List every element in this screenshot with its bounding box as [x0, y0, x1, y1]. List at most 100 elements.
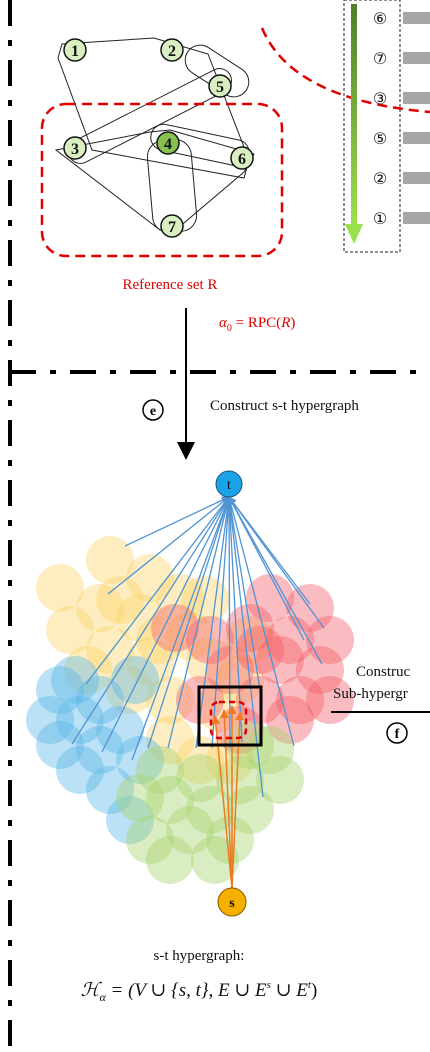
graph-node-label: 4 [164, 136, 172, 153]
t-edge [195, 496, 232, 749]
ranking-item-2: ⑦ [373, 49, 430, 68]
ranking-arrow-head [345, 224, 363, 244]
t-edge [107, 496, 230, 595]
reference-set-box [40, 102, 284, 258]
vertex-clusters [26, 536, 354, 884]
red-vertex-disc [266, 696, 314, 744]
blue-vertex-disc [26, 696, 74, 744]
hyperedge-1-2-5-4 [57, 37, 250, 179]
source-region-box [209, 700, 248, 740]
reference-set-label: Reference set R [123, 277, 218, 293]
graph-node-label: 2 [168, 43, 176, 60]
yellow-vertex-disc [46, 606, 94, 654]
t-edge [124, 496, 230, 547]
blue-cluster [26, 656, 164, 844]
t-edge [147, 496, 231, 749]
t-node-label: t [227, 478, 231, 493]
ranking-item-6: ① [373, 209, 430, 228]
blue-vertex-disc [86, 766, 134, 814]
t-edge [226, 496, 295, 747]
t-edge [228, 496, 323, 665]
yellow-vertex-disc [186, 638, 234, 686]
t-edge [211, 496, 233, 749]
graph-node-3: 3 [63, 136, 87, 160]
yellow-vertex-disc [86, 536, 134, 584]
s-edge [219, 709, 233, 889]
yellow-vertex-disc [226, 616, 274, 664]
graph-node-label: 3 [71, 141, 79, 158]
t-edge [228, 496, 305, 641]
red-vertex-disc [296, 646, 344, 694]
ranking-item-5: ② [373, 169, 430, 188]
step-f-badge-label: f [395, 727, 400, 742]
step-f-line1: Construc [356, 664, 411, 680]
sub-hypergraph-box [197, 685, 263, 747]
ranking-item-label: ⑦ [373, 49, 387, 68]
flow-arrow-down [177, 308, 195, 460]
graph-node-label: 7 [168, 219, 176, 236]
ranking-item-label: ③ [373, 89, 387, 108]
step-e-text: Construct s-t hypergraph [210, 398, 359, 414]
graph-node-2: 2 [160, 38, 184, 62]
step-f: Construc Sub-hypergr f [331, 664, 430, 744]
ranking-item-label: ② [373, 169, 387, 188]
step-e: e Construct s-t hypergraph [142, 398, 359, 421]
yellow-vertex-disc [166, 612, 214, 660]
green-vertex-disc [126, 816, 174, 864]
s-node: s [217, 887, 247, 917]
t-edge [225, 496, 264, 798]
t-hyperedges [71, 496, 325, 798]
ranking-item-4: ⑤ [373, 129, 430, 148]
blue-vertex-disc [36, 666, 84, 714]
ranking-bar [403, 92, 430, 104]
green-vertex-disc [191, 836, 239, 884]
yellow-vertex-disc [216, 656, 264, 704]
ranking-panel: ⑥ ⑦ ③ ⑤ ② ① [343, 0, 430, 253]
yellow-vertex-disc [76, 584, 124, 632]
blue-vertex-disc [76, 726, 124, 774]
green-vertex-disc [136, 746, 184, 794]
blue-vertex-disc [36, 721, 84, 769]
blue-vertex-disc [56, 696, 104, 744]
step-e-badge-label: e [150, 404, 156, 419]
graph-node-7: 7 [160, 214, 184, 238]
green-vertex-disc [146, 836, 194, 884]
green-vertex-disc [186, 786, 234, 834]
graph-node-label: 6 [238, 151, 246, 168]
alpha-formula: α0 = RPC(R) [219, 315, 295, 334]
green-vertex-disc [226, 786, 274, 834]
graph-node-4: 4 [156, 131, 180, 155]
blue-vertex-disc [56, 746, 104, 794]
hyperedges [54, 37, 255, 233]
ranking-bar [403, 12, 430, 24]
t-edge [101, 496, 230, 753]
step-e-badge [142, 399, 164, 421]
ranking-bar [403, 132, 430, 144]
s-node-label: s [229, 896, 235, 911]
blue-vertex-disc [111, 656, 159, 704]
t-edge [228, 496, 311, 605]
t-node: t [215, 470, 243, 498]
t-edge [71, 496, 230, 745]
t-edge [131, 496, 231, 761]
caption-equation: ℋα = (V ∪ {s, t}, E ∪ Es ∪ Et) [81, 979, 318, 1004]
step-f-line2: Sub-hypergr [333, 686, 408, 702]
graph-node-label: 5 [216, 79, 224, 96]
green-vertex-disc [256, 756, 304, 804]
graph-node-5: 5 [208, 74, 232, 98]
ranking-bar [403, 172, 430, 184]
ranking-item-label: ① [373, 209, 387, 228]
hyperedge-3-5 [68, 68, 232, 164]
blue-vertex-disc [116, 736, 164, 784]
split-threshold-curve [260, 27, 430, 114]
graph-node-6: 6 [230, 146, 254, 170]
red-vertex-disc [306, 616, 354, 664]
yellow-vertex-disc [106, 666, 154, 714]
green-vertex-disc [166, 806, 214, 854]
red-vertex-disc [151, 604, 199, 652]
yellow-vertex-disc [86, 626, 134, 674]
t-edge [85, 496, 230, 685]
ranking-item-1: ⑥ [373, 9, 430, 28]
